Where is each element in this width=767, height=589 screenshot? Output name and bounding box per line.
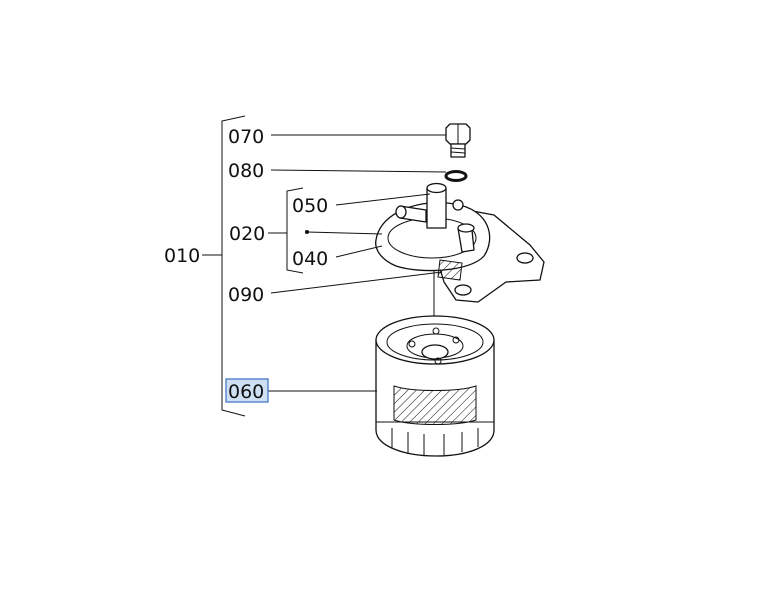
svg-text:090: 090	[228, 284, 264, 306]
label-060-highlighted[interactable]: 060	[225, 378, 269, 403]
leader-lines	[268, 134, 447, 392]
bolt-part	[445, 123, 471, 158]
filter-head-part	[375, 202, 545, 322]
label-090[interactable]: 090	[228, 284, 264, 306]
fitting-part	[395, 182, 464, 229]
svg-text:070: 070	[228, 126, 264, 148]
label-070[interactable]: 070	[228, 126, 264, 148]
svg-text:040: 040	[292, 248, 328, 270]
filter-cartridge-part	[375, 315, 495, 457]
bracket-010	[202, 115, 246, 417]
label-050[interactable]: 050	[292, 195, 328, 217]
label-010[interactable]: 010	[164, 245, 200, 267]
svg-text:060: 060	[228, 381, 264, 403]
label-080[interactable]: 080	[228, 160, 264, 182]
svg-text:080: 080	[228, 160, 264, 182]
label-040[interactable]: 040	[292, 248, 328, 270]
label-020[interactable]: 020	[229, 223, 265, 245]
svg-text:010: 010	[164, 245, 200, 267]
bracket-020	[268, 187, 304, 274]
o-ring-part	[444, 170, 468, 182]
svg-text:020: 020	[229, 223, 265, 245]
svg-text:050: 050	[292, 195, 328, 217]
